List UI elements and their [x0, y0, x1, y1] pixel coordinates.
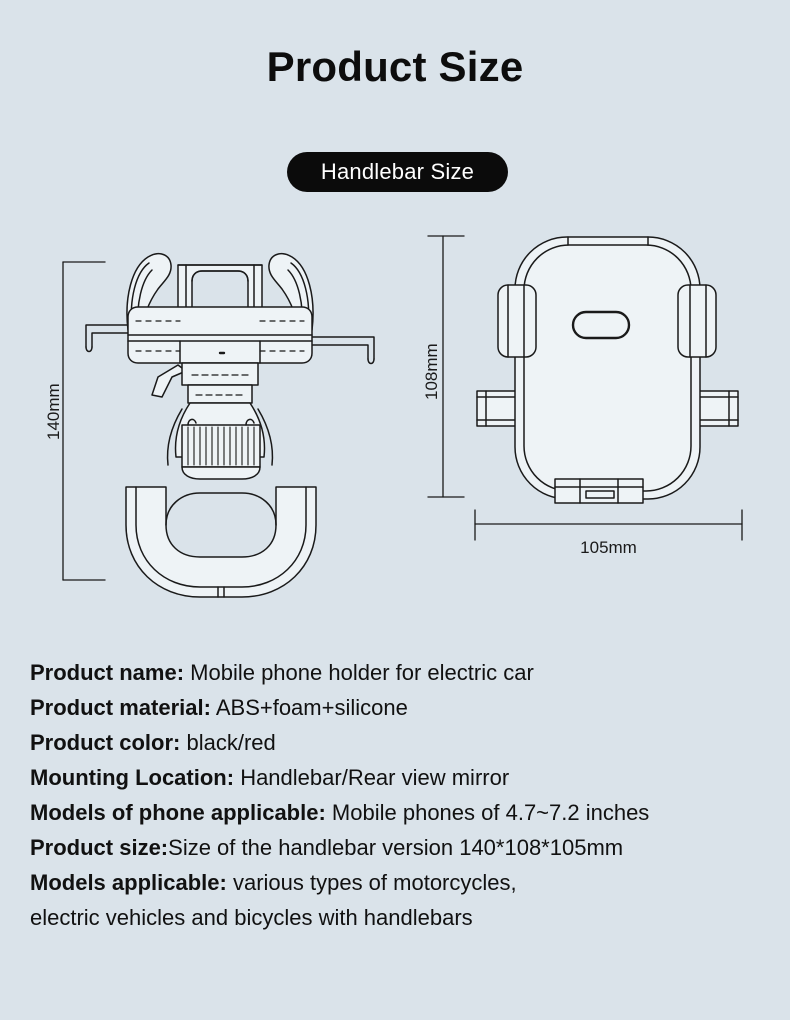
spec-label: Product material: — [30, 695, 211, 720]
spec-label: Models of phone applicable: — [30, 800, 326, 825]
spec-value: Size of the handlebar version 140*108*10… — [168, 835, 624, 860]
spec-label: Product name: — [30, 660, 185, 685]
spec-row: Mounting Location: Handlebar/Rear view m… — [30, 760, 780, 795]
center-pill-button — [571, 310, 631, 340]
spec-row: Product name: Mobile phone holder for el… — [30, 655, 780, 690]
holder-body-block — [127, 306, 313, 364]
product-spec-list: Product name: Mobile phone holder for el… — [30, 655, 780, 935]
spec-row-continuation: electric vehicles and bicycles with hand… — [30, 905, 473, 930]
right-grip-pad — [677, 284, 717, 358]
dimension-label-140mm: 140mm — [44, 383, 63, 440]
spec-value: Mobile phones of 4.7~7.2 inches — [331, 800, 650, 825]
handlebar-mount-side-view-figure — [40, 225, 400, 615]
left-grip-pad — [497, 284, 537, 358]
spec-label: Models applicable: — [30, 870, 227, 895]
spec-label: Product color: — [30, 730, 181, 755]
spec-row: Models of phone applicable: Mobile phone… — [30, 795, 780, 830]
handlebar-clamp — [125, 486, 317, 598]
dimension-line-105mm — [474, 509, 743, 541]
spec-label: Product size: — [30, 835, 169, 860]
spec-row: Product material: ABS+foam+silicone — [30, 690, 780, 725]
holder-outer-frame — [514, 236, 701, 500]
spec-row: Product color: black/red — [30, 725, 780, 760]
spec-row: Models applicable: various types of moto… — [30, 865, 780, 900]
spec-value: ABS+foam+silicone — [215, 695, 408, 720]
handlebar-size-badge: Handlebar Size — [287, 152, 508, 192]
page-title: Product Size — [266, 43, 524, 90]
spec-value: various types of motorcycles, — [232, 870, 517, 895]
phone-holder-front-view-figure — [420, 225, 770, 555]
dimension-label-105mm: 105mm — [580, 538, 637, 557]
spec-value: Mobile phone holder for electric car — [190, 660, 534, 685]
dimension-line-140mm — [62, 261, 106, 581]
bottom-mount-foot — [554, 478, 644, 504]
knurled-adjustment-knob — [181, 418, 261, 480]
swivel-neck — [181, 362, 259, 404]
phone-holder-front-drawing — [427, 235, 743, 541]
spec-value: black/red — [186, 730, 276, 755]
dimension-label-108mm: 108mm — [422, 343, 441, 400]
spec-row: Product size:Size of the handlebar versi… — [30, 830, 780, 865]
spec-label: Mounting Location: — [30, 765, 235, 790]
dimension-line-108mm — [427, 235, 465, 498]
spec-value: Handlebar/Rear view mirror — [240, 765, 510, 790]
release-lever — [151, 364, 187, 398]
handlebar-mount-drawing — [62, 253, 375, 598]
